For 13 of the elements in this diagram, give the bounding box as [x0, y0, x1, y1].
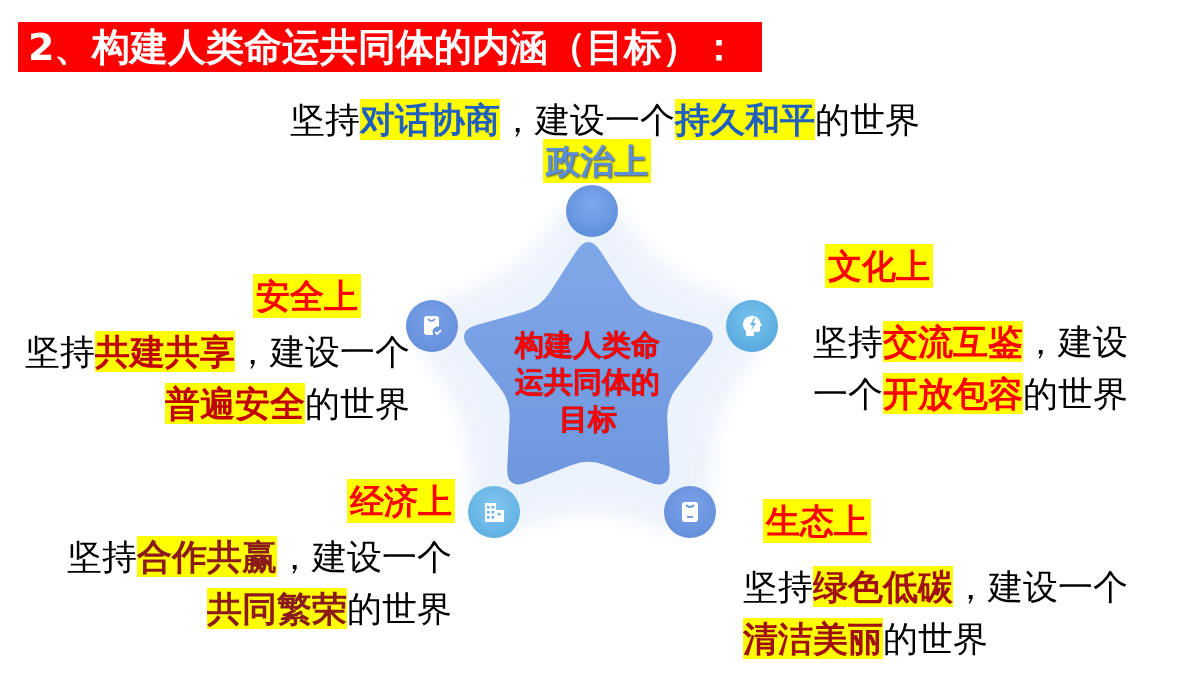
body-text: 坚持交流互鉴，建设一个开放包容的世界 — [813, 320, 1129, 416]
body-text: 坚持对话协商，建设一个持久和平的世界 — [290, 98, 921, 142]
body-text: 坚持合作共赢，建设一个共同繁荣的世界 — [66, 535, 452, 631]
body-text: 坚持共建共享，建设一个普遍安全的世界 — [24, 330, 410, 426]
heading-label: 生态上 — [763, 499, 871, 543]
body-text: 坚持绿色低碳，建设一个清洁美丽的世界 — [743, 565, 1129, 661]
heading-label: 安全上 — [253, 274, 361, 318]
heading-label: 文化上 — [825, 244, 933, 288]
star-shape — [463, 241, 713, 485]
heading-label: 经济上 — [347, 479, 455, 523]
center-label: 构建人类命运共同体的目标 — [513, 327, 662, 439]
title-banner: 2、构建人类命运共同体的内涵（目标）： — [18, 22, 762, 72]
heading-label: 政治上 — [543, 139, 651, 183]
